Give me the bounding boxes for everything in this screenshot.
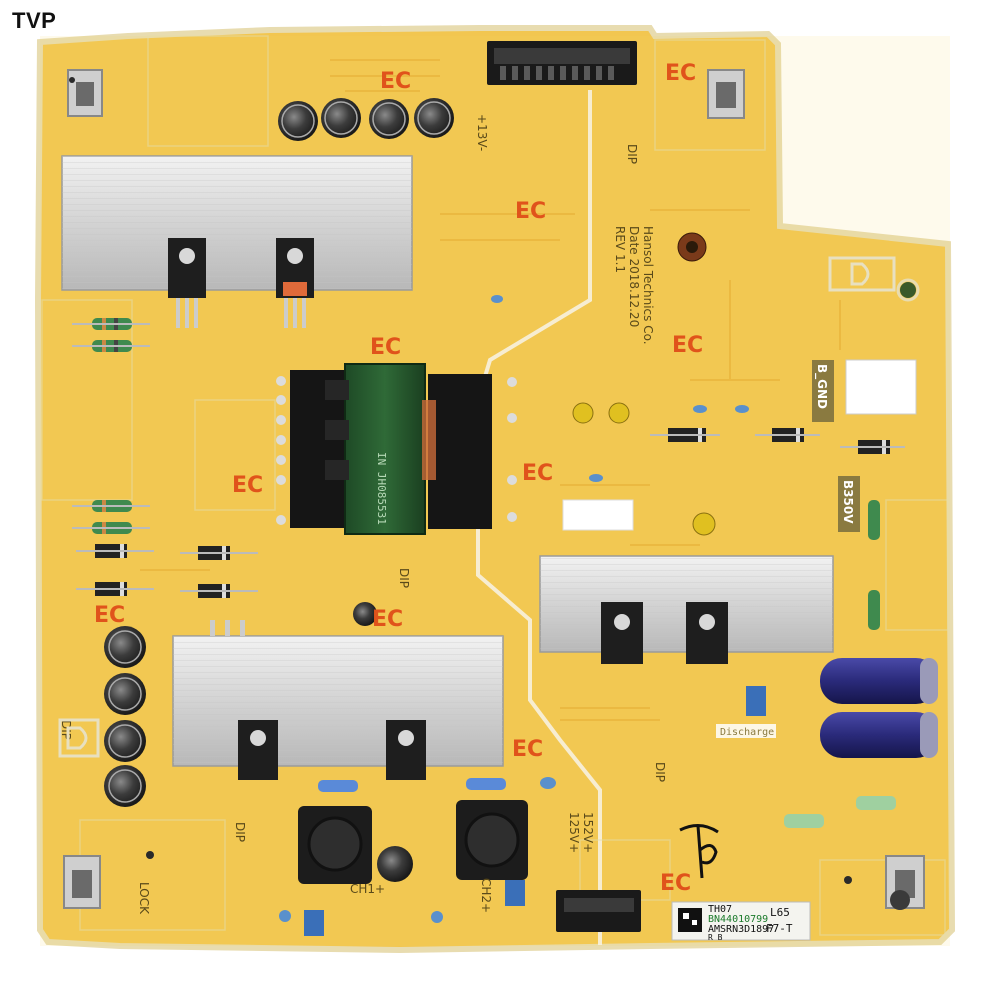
small-parts — [279, 295, 766, 936]
silk-maker: Hansol Technics Co. — [641, 226, 655, 345]
silk-dip-1: DIP — [625, 144, 639, 164]
resistor-white-block — [562, 499, 634, 531]
heatsink-top-left — [61, 155, 413, 328]
sticker-line4: R B — [708, 933, 723, 942]
caps-right-blue — [820, 658, 938, 758]
sticker-line2: BN44010799 — [708, 914, 768, 925]
output-inductors — [298, 800, 528, 884]
silk-date: Date 2018.12.20 — [627, 226, 641, 327]
d-marker-left — [58, 718, 100, 758]
silk-152v: 152V+ — [581, 812, 595, 853]
svg-text:EC: EC — [665, 61, 696, 86]
top-connector — [487, 41, 637, 85]
relay-white — [845, 359, 917, 415]
right-diodes — [318, 428, 905, 828]
mount-clip-tr — [707, 69, 745, 119]
d-marker-right — [828, 256, 896, 292]
sticker-line3: AMSRN3D1897 — [708, 924, 774, 935]
svg-text:EC: EC — [370, 335, 401, 360]
silk-b-gnd: B_GND — [814, 364, 829, 409]
svg-text:EC: EC — [380, 69, 411, 94]
silk-13v: +13V- — [475, 114, 489, 151]
caps-top-row — [278, 98, 454, 141]
silk-ch1: CH1+ — [350, 882, 385, 896]
silk-lock: LOCK — [137, 882, 151, 915]
silk-125v: 125V+ — [567, 812, 581, 853]
small-toroid — [677, 232, 707, 262]
silk-ch2: CH2+ — [479, 878, 493, 913]
heatsink-bottom-left — [172, 620, 504, 780]
sticker-right2: F7-T — [766, 922, 793, 935]
svg-text:EC: EC — [94, 603, 125, 628]
silk-dip-4: DIP — [233, 822, 247, 842]
svg-text:EC: EC — [660, 871, 691, 896]
serial-sticker: TH07 BN44010799 AMSRN3D1897 R B L65 F7-T — [671, 901, 811, 942]
sticker-line1: TH07 — [708, 904, 732, 915]
svg-text:EC: EC — [512, 737, 543, 762]
sticker-right1: L65 — [770, 906, 790, 919]
watermark-text: TVP — [12, 8, 57, 33]
silk-dip-5: DIP — [653, 762, 667, 782]
svg-text:EC: EC — [672, 333, 703, 358]
handwritten-mark — [679, 824, 719, 879]
red-marks: EC EC EC EC EC EC EC EC EC EC EC — [94, 61, 703, 896]
svg-text:EC: EC — [522, 461, 553, 486]
svg-text:EC: EC — [232, 473, 263, 498]
silk-rev: REV 1.1 — [613, 226, 627, 273]
silk-dip-2: DIP — [397, 568, 411, 588]
bottom-connector — [556, 890, 641, 932]
silk-b350v: B350V — [841, 480, 855, 524]
svg-text:EC: EC — [372, 607, 403, 632]
main-transformer: IN JH085531 — [276, 363, 517, 535]
yellow-caps — [353, 402, 716, 626]
caps-left-column — [104, 626, 146, 807]
silk-discharge: Discharge — [720, 727, 774, 738]
svg-text:EC: EC — [515, 199, 546, 224]
left-resistors — [72, 318, 258, 598]
mount-clip-tl — [67, 69, 103, 117]
heatsink-mid-right — [539, 555, 834, 664]
svg-text:IN JH085531: IN JH085531 — [375, 452, 388, 525]
mount-clip-bl — [63, 855, 101, 909]
